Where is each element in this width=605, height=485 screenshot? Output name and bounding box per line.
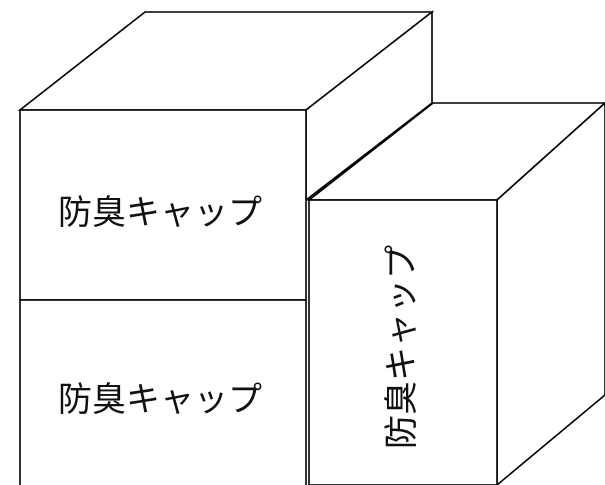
upper-box-label: 防臭キャップ [58,193,262,233]
lower-box-front-face [19,299,307,485]
upper-box-front-face [19,109,307,301]
right-box-label: 防臭キャップ [382,245,422,449]
lower-box-label: 防臭キャップ [58,380,262,420]
left-stack: 防臭キャップ 防臭キャップ [17,10,435,485]
right-box-top-edge [308,102,434,201]
right-box-front-face [308,199,498,485]
right-box: 防臭キャップ [306,101,605,485]
